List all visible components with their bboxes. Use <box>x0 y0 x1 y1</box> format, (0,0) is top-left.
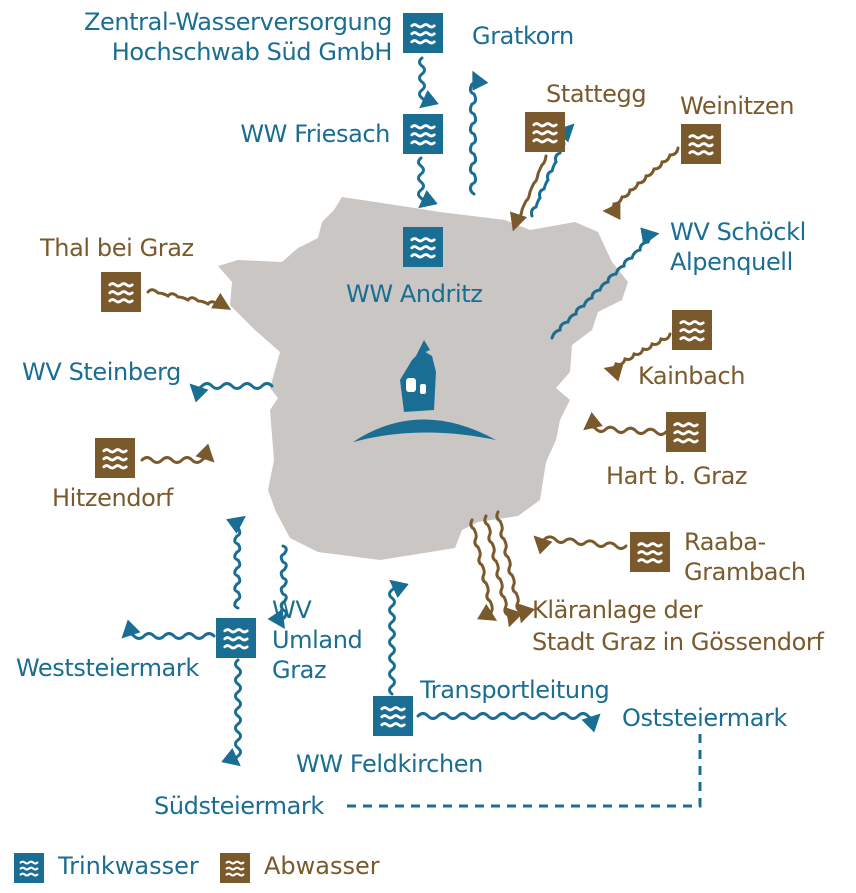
sewer-kainbach <box>603 332 672 382</box>
dashed-link-ost-sued <box>342 734 702 808</box>
label-suedsteiermark: Südsteiermark <box>154 792 324 820</box>
hitzendorf-wastewater-icon <box>95 438 135 478</box>
pipe-steinberg <box>189 382 274 403</box>
sewer-klaeranlage-1 <box>469 518 498 621</box>
label-wv-umland-line3: Graz <box>272 656 327 684</box>
label-oststeiermark: Oststeiermark <box>622 704 788 732</box>
pipe-feldkirchen-to-city <box>388 579 409 696</box>
thal-wastewater-icon <box>101 272 141 312</box>
legend-abwasser: Abwasser <box>264 852 380 880</box>
label-kainbach: Kainbach <box>638 362 746 390</box>
legend-trinkwasser: Trinkwasser <box>58 852 199 880</box>
label-thal: Thal bei Graz <box>40 234 194 262</box>
label-ww-friesach: WW Friesach <box>240 120 390 148</box>
label-stattegg: Stattegg <box>546 80 647 108</box>
label-raaba-line1: Raaba- <box>684 528 766 556</box>
pipe-transportleitung-oststeiermark <box>416 712 601 733</box>
label-klaeranlage-line2: Stadt Graz in Gössendorf <box>532 628 824 656</box>
stattegg-wastewater-icon <box>525 112 565 152</box>
label-wv-steinberg: WV Steinberg <box>22 358 181 386</box>
andritz-water-icon <box>403 227 443 267</box>
pipe-umland-to-city <box>226 515 246 610</box>
kainbach-wastewater-icon <box>672 310 712 350</box>
zentral-water-icon <box>403 13 443 53</box>
sewer-stattegg <box>510 154 548 232</box>
sewer-weinitzen <box>602 146 680 220</box>
sewer-thal <box>146 288 232 310</box>
sewer-hitzendorf <box>140 443 215 464</box>
label-ww-andritz: WW Andritz <box>346 280 483 308</box>
legend-trinkwasser-icon <box>14 853 44 883</box>
sewer-klaeranlage-3 <box>495 510 536 624</box>
label-wv-schoeckl-line2: Alpenquell <box>670 248 793 276</box>
label-wv-schoeckl-line1: WV Schöckl <box>670 218 806 246</box>
label-weststeiermark: Weststeiermark <box>16 654 199 682</box>
weinitzen-wastewater-icon <box>681 124 721 164</box>
hart-wastewater-icon <box>666 412 706 452</box>
label-hitzendorf: Hitzendorf <box>52 484 173 512</box>
pipe-schoeckl <box>550 227 660 340</box>
pipe-friesach-to-andritz <box>417 156 438 209</box>
label-wv-umland-line1: WV <box>272 596 312 624</box>
sewer-klaeranlage-2 <box>483 514 524 628</box>
label-transportleitung: Transportleitung <box>420 676 610 704</box>
umland-water-icon <box>216 618 256 658</box>
raaba-wastewater-icon <box>630 532 670 572</box>
label-klaeranlage-line1: Kläranlage der <box>532 596 703 624</box>
friesach-water-icon <box>403 114 443 154</box>
pipe-weststeiermark <box>121 619 216 640</box>
sewer-raaba <box>533 535 628 555</box>
label-ww-feldkirchen: WW Feldkirchen <box>296 750 483 778</box>
graz-clock-tower-icon <box>353 340 496 442</box>
pipe-suedsteiermark <box>221 658 242 767</box>
pipe-zentral-to-friesach <box>418 56 439 109</box>
label-zentral-line2: Hochschwab Süd GmbH <box>111 38 393 66</box>
pipe-gratkorn <box>468 70 489 196</box>
label-weinitzen: Weinitzen <box>680 92 795 120</box>
pipe-city-to-umland <box>267 544 288 629</box>
legend-abwasser-icon <box>220 853 250 883</box>
label-raaba-line2: Grambach <box>684 558 806 586</box>
sewer-hart <box>583 411 668 436</box>
label-zentral-line1: Zentral-Wasserversorgung <box>83 8 392 36</box>
label-wv-umland-line2: Umland <box>272 626 363 654</box>
feldkirchen-water-icon <box>373 696 413 736</box>
label-gratkorn: Gratkorn <box>472 22 574 50</box>
label-hart: Hart b. Graz <box>606 462 748 490</box>
